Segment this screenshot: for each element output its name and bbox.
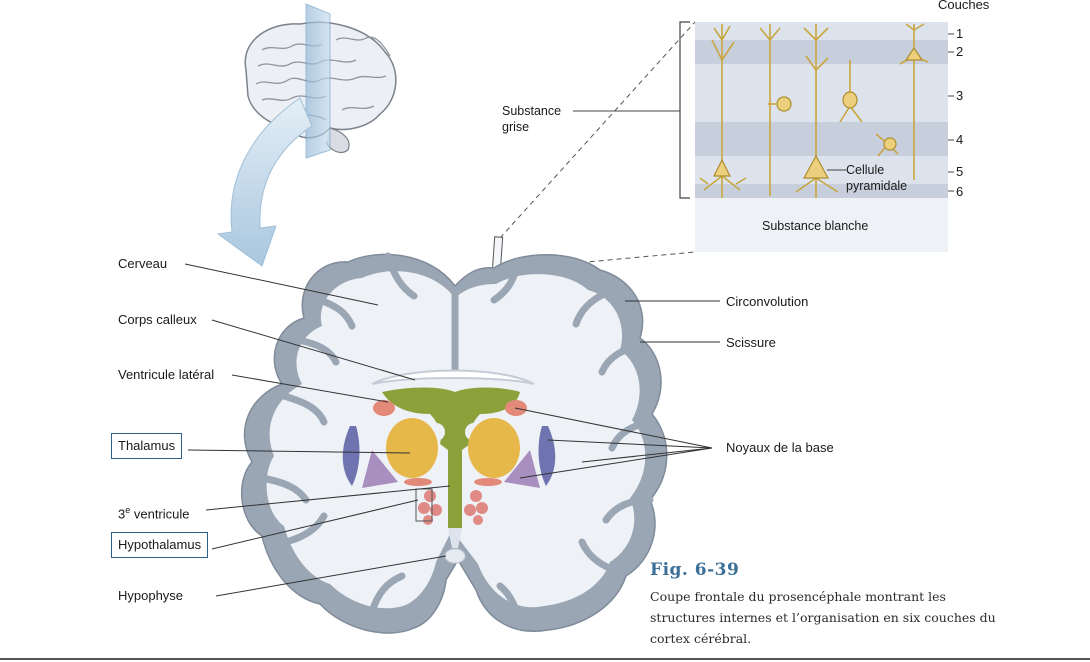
thalamus-label: Thalamus (111, 433, 183, 459)
figure-title: Fig. 6-39 (650, 560, 740, 580)
figure-caption: Coupe frontale du prosencéphale montrant… (650, 589, 996, 646)
circonvolution-label: Circonvolution (726, 294, 809, 309)
scissure-label: Scissure (726, 335, 776, 350)
noyaux-base-label: Noyaux de la base (726, 440, 834, 455)
cellule-pyramidale-label: Cellule pyramidale (846, 163, 908, 193)
coronal-section (240, 252, 668, 634)
layer-number: 3 (956, 88, 964, 103)
substance-blanche-label: Substance blanche (762, 219, 869, 233)
layer-number: 4 (956, 132, 964, 147)
hypophyse-label: Hypophyse (118, 588, 184, 603)
couches-label: Couches (938, 0, 990, 12)
cerveau-label: Cerveau (118, 256, 168, 271)
layer-number: 6 (956, 184, 964, 199)
bottom-rule (0, 658, 1090, 660)
layer-number: 2 (956, 44, 964, 59)
inset-connector (499, 21, 696, 271)
ventricule-lateral-label: Ventricule latéral (118, 367, 215, 382)
layer-number: 1 (956, 26, 964, 41)
curved-arrow-icon (216, 97, 313, 267)
cortex-layers-inset (573, 21, 954, 252)
third-ventricle-label: 3e ventricule (118, 505, 190, 522)
hypothalamus-label: Hypothalamus (111, 532, 209, 558)
corps-calleux-label: Corps calleux (118, 312, 197, 327)
substance-grise-label: Substance grise (502, 104, 562, 134)
leader-lines (184, 263, 720, 597)
brain-thumbnail (244, 3, 397, 159)
layer-number: 5 (956, 164, 964, 179)
